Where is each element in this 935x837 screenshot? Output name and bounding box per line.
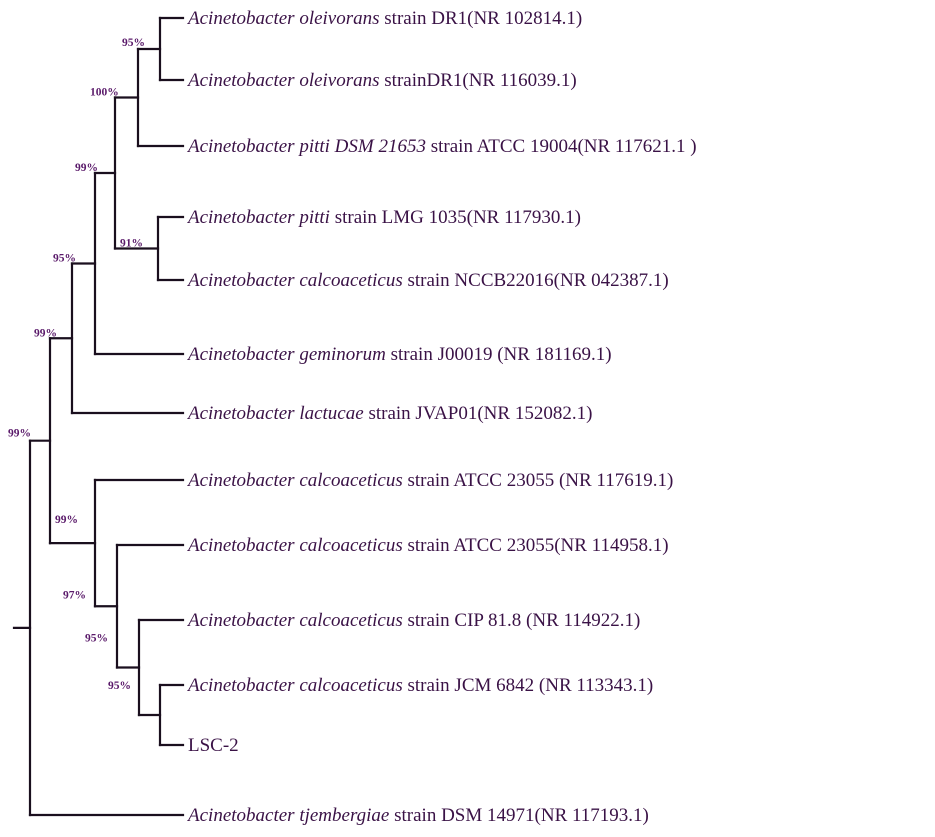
bootstrap-n_pit: 91% xyxy=(120,238,143,250)
leaf-label-l10: Acinetobacter calcoaceticus strain CIP 8… xyxy=(186,610,640,631)
leaf-label-l5: Acinetobacter calcoaceticus strain NCCB2… xyxy=(186,270,669,291)
leaf-label-l8: Acinetobacter calcoaceticus strain ATCC … xyxy=(186,470,673,491)
bootstrap-n_gem: 95% xyxy=(53,253,76,265)
bootstrap-n_upper: 99% xyxy=(8,428,31,440)
bootstrap-n_cip: 95% xyxy=(85,633,108,645)
bootstrap-n_ole3: 100% xyxy=(90,87,119,99)
leaf-label-l3: Acinetobacter pitti DSM 21653 strain ATC… xyxy=(186,136,697,157)
leaf-label-l13: Acinetobacter tjembergiae strain DSM 149… xyxy=(186,805,649,826)
leaf-label-l1: Acinetobacter oleivorans strain DR1(NR 1… xyxy=(186,8,582,29)
leaf-label-l11: Acinetobacter calcoaceticus strain JCM 6… xyxy=(186,675,653,696)
leaf-label-l6: Acinetobacter geminorum strain J00019 (N… xyxy=(186,344,612,365)
bootstrap-n_lac: 99% xyxy=(34,327,57,339)
leaf-label-l12: LSC-2 xyxy=(188,735,239,756)
bootstrap-n_ole: 95% xyxy=(122,37,145,49)
bootstrap-n_914: 97% xyxy=(63,589,86,601)
leaf-label-l7: Acinetobacter lactucae strain JVAP01(NR … xyxy=(186,403,592,424)
bootstrap-n_lsc: 95% xyxy=(108,680,131,692)
leaf-label-l2: Acinetobacter oleivorans strainDR1(NR 11… xyxy=(186,70,577,91)
leaf-label-l9: Acinetobacter calcoaceticus strain ATCC … xyxy=(186,535,669,556)
leaf-label-l4: Acinetobacter pitti strain LMG 1035(NR 1… xyxy=(186,207,581,228)
bootstrap-n_calc: 99% xyxy=(55,514,78,526)
bootstrap-n_a: 99% xyxy=(75,162,98,174)
